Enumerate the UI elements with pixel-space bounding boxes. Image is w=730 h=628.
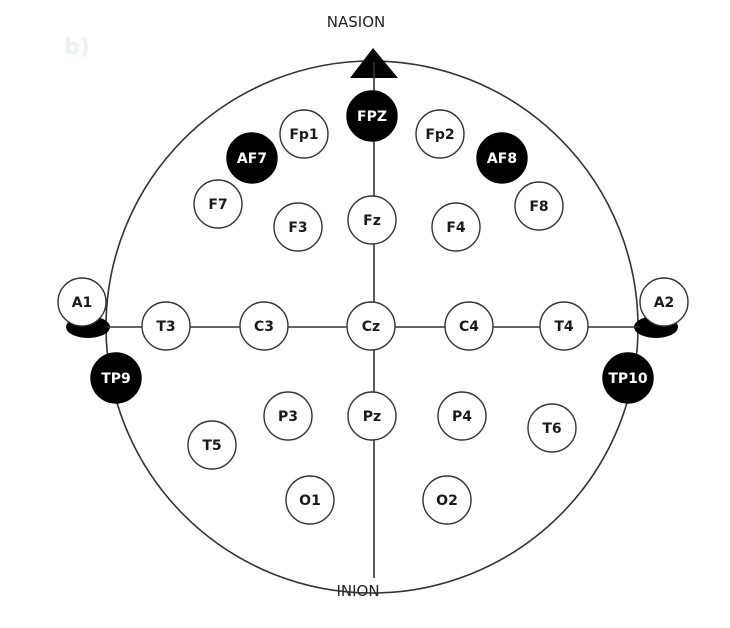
electrode-t4: T4 [539,301,589,351]
electrode-marker [193,179,243,229]
electrode-marker [539,301,589,351]
electrode-marker [437,391,487,441]
electrode-marker [602,352,654,404]
nasion-label: NASION [327,13,385,31]
electrode-marker [347,391,397,441]
electrode-label: T4 [554,319,574,335]
panel-label: b) [64,35,90,60]
electrode-marker [346,90,398,142]
electrode-c3: C3 [239,301,289,351]
electrode-label: TP9 [101,371,131,387]
electrode-marker [444,301,494,351]
electrode-c4: C4 [444,301,494,351]
electrode-t3: T3 [141,301,191,351]
electrode-label: F3 [288,220,307,236]
electrode-marker [346,301,396,351]
electrode-label: FPZ [357,109,387,125]
electrode-marker [273,202,323,252]
electrode-marker [422,475,472,525]
electrode-label: A1 [72,295,93,311]
electrode-marker [226,132,278,184]
electrode-label: Fp2 [425,127,454,143]
electrode-marker [639,277,689,327]
electrode-label: Cz [362,319,380,335]
electrode-marker [279,109,329,159]
electrode-f7: F7 [193,179,243,229]
electrode-marker [431,202,481,252]
electrode-tp9: TP9 [90,352,142,404]
electrode-label: F7 [208,197,227,213]
electrode-label: O1 [299,493,321,509]
electrode-marker [187,420,237,470]
electrode-label: C3 [254,319,274,335]
electrode-o2: O2 [422,475,472,525]
electrode-label: TP10 [608,371,648,387]
electrode-label: T3 [156,319,175,335]
electrode-fpz: FPZ [346,90,398,142]
electrode-label: AF8 [487,151,517,167]
electrode-label: AF7 [237,151,267,167]
electrode-label: O2 [436,493,458,509]
electrode-marker [415,109,465,159]
electrode-pz: Pz [347,391,397,441]
electrode-label: P4 [452,409,472,425]
electrode-fp2: Fp2 [415,109,465,159]
electrode-label: C4 [459,319,479,335]
electrode-f8: F8 [514,181,564,231]
electrode-a2: A2 [639,277,689,327]
electrode-fz: Fz [347,195,397,245]
electrode-marker [239,301,289,351]
electrode-label: F4 [446,220,466,236]
electrode-label: Fp1 [289,127,318,143]
electrode-marker [347,195,397,245]
electrode-f4: F4 [431,202,481,252]
electrode-af8: AF8 [476,132,528,184]
electrode-marker [57,277,107,327]
electrode-marker [90,352,142,404]
electrode-label: Pz [363,409,381,425]
electrode-o1: O1 [285,475,335,525]
electrode-marker [476,132,528,184]
electrode-p3: P3 [263,391,313,441]
electrode-cz: Cz [346,301,396,351]
electrode-p4: P4 [437,391,487,441]
electrode-tp10: TP10 [602,352,654,404]
electrode-marker [141,301,191,351]
electrode-af7: AF7 [226,132,278,184]
electrode-t6: T6 [527,403,577,453]
electrode-label: T5 [202,438,221,454]
electrode-label: Fz [363,213,381,229]
electrode-f3: F3 [273,202,323,252]
electrode-marker [527,403,577,453]
electrode-label: P3 [278,409,298,425]
electrode-fp1: Fp1 [279,109,329,159]
electrode-marker [263,391,313,441]
electrode-marker [514,181,564,231]
electrode-marker [285,475,335,525]
electrode-label: A2 [654,295,675,311]
inion-label: INION [336,582,379,600]
electrode-t5: T5 [187,420,237,470]
electrode-label: T6 [542,421,561,437]
electrode-label: F8 [529,199,548,215]
electrode-a1: A1 [57,277,107,327]
